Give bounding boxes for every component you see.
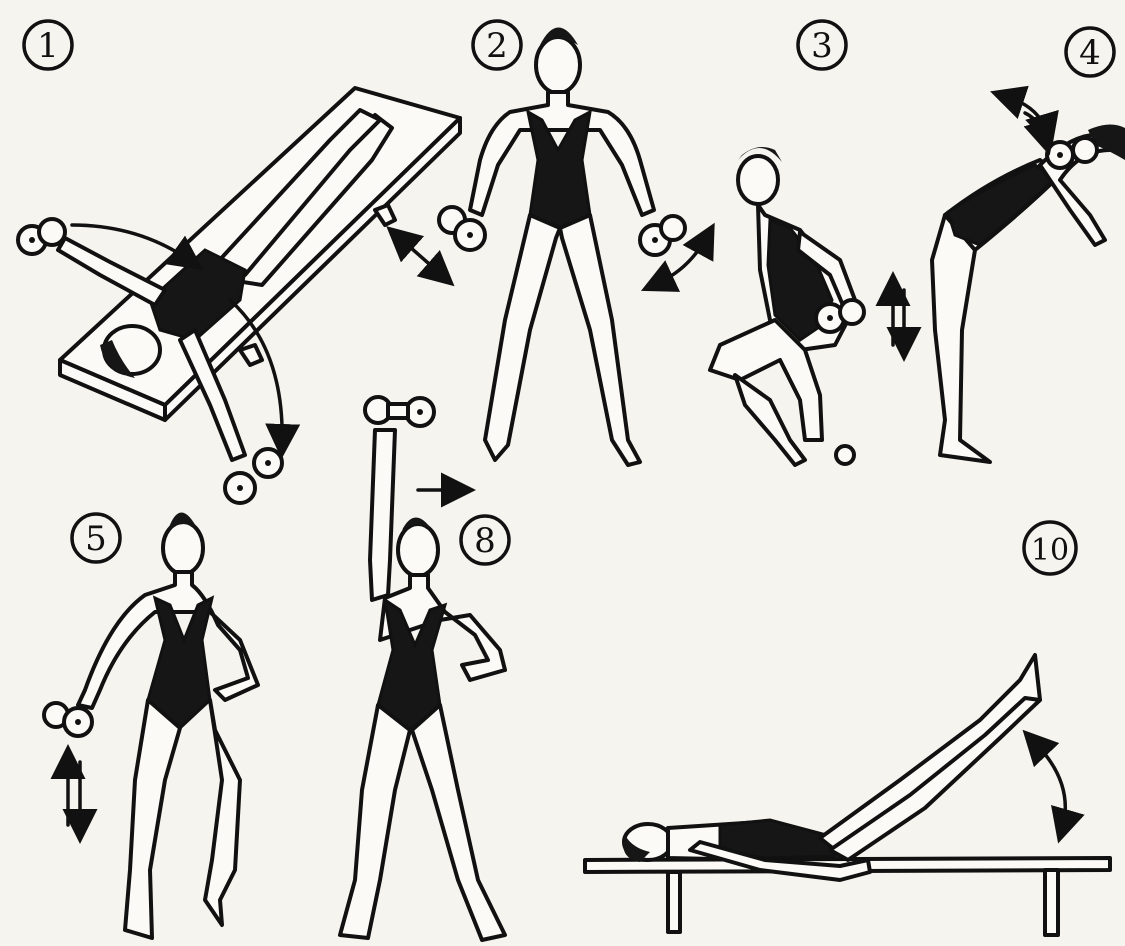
svg-text:2: 2 xyxy=(486,26,508,66)
dumbbell-icon xyxy=(640,216,685,255)
exercise-5-figure xyxy=(44,513,258,939)
exercise-8-figure xyxy=(340,397,505,940)
label-exercise-5: 5 xyxy=(72,514,120,562)
label-exercise-10: 10 xyxy=(1024,522,1076,574)
svg-text:4: 4 xyxy=(1079,33,1101,73)
svg-text:5: 5 xyxy=(85,519,107,559)
exercise-10-figure xyxy=(585,655,1110,935)
label-exercise-3: 3 xyxy=(798,21,846,69)
svg-text:3: 3 xyxy=(811,26,833,66)
motion-arrow-icon xyxy=(1037,745,1065,830)
exercise-2-figure xyxy=(402,28,708,466)
label-exercise-2: 2 xyxy=(473,21,521,69)
label-exercise-8: 8 xyxy=(461,516,509,564)
exercise-4-figure xyxy=(932,98,1125,462)
svg-text:10: 10 xyxy=(1031,533,1069,568)
dumbbell-icon xyxy=(365,397,434,426)
motion-arrow-icon xyxy=(402,240,444,277)
exercise-3-figure xyxy=(710,147,904,465)
dumbbell-icon xyxy=(816,300,864,332)
dumbbell-icon xyxy=(44,703,92,736)
svg-text:8: 8 xyxy=(474,521,496,561)
label-exercise-4: 4 xyxy=(1066,28,1114,76)
svg-text:1: 1 xyxy=(37,26,59,66)
motion-arrow-icon xyxy=(1025,113,1046,142)
label-exercise-1: 1 xyxy=(24,21,72,69)
